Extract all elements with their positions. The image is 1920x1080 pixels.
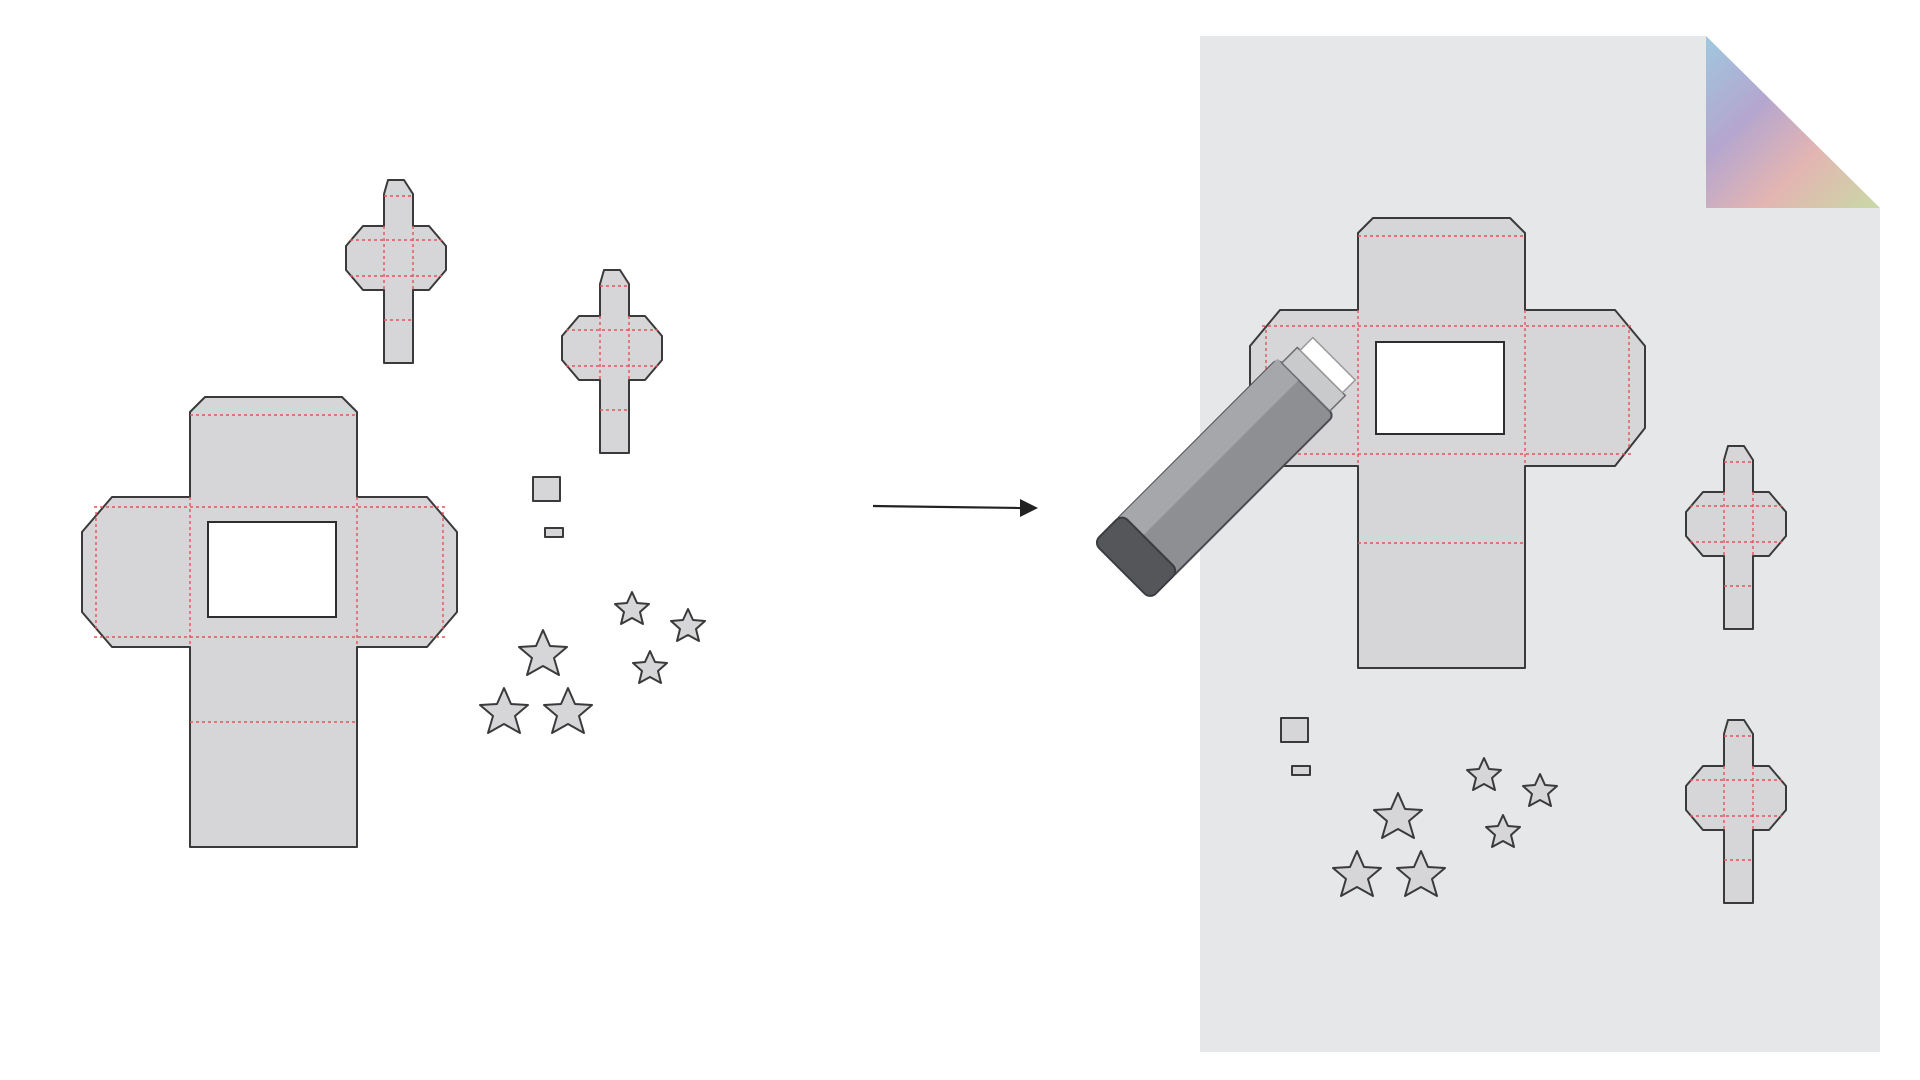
square-piece [532, 476, 561, 502]
glue-stick-icon [1095, 336, 1357, 597]
stars-group [479, 591, 706, 734]
process-arrow [872, 499, 1038, 517]
star-icon [1522, 773, 1558, 807]
printed-sheet [1200, 36, 1880, 1052]
star-icon [1373, 792, 1423, 839]
folded-corner [1706, 36, 1880, 208]
small-box-net [345, 179, 447, 364]
star-icon [1466, 757, 1502, 791]
window-cutout [1375, 341, 1505, 435]
small-box-net [1685, 719, 1787, 904]
small-rect-piece [544, 527, 564, 538]
star-icon [632, 650, 668, 684]
star-icon [1485, 814, 1521, 848]
star-icon [479, 687, 529, 734]
star-icon [614, 591, 650, 625]
left-parts-group [81, 179, 706, 848]
window-cutout [207, 521, 337, 618]
square-piece [1280, 717, 1309, 743]
large-box-net [1249, 217, 1646, 669]
star-icon [518, 629, 568, 676]
star-icon [670, 608, 706, 642]
stars-group [1332, 757, 1558, 897]
star-icon [543, 687, 593, 734]
small-box-net [1685, 445, 1787, 630]
small-rect-piece [1291, 765, 1311, 776]
star-icon [1396, 850, 1446, 897]
large-box-net [81, 396, 458, 848]
small-box-net [561, 269, 663, 454]
star-icon [1332, 850, 1382, 897]
